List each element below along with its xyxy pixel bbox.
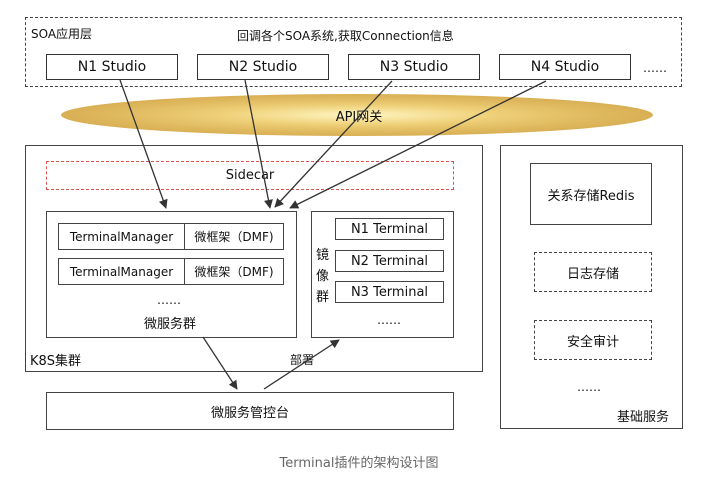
redis-storage: 关系存储Redis	[530, 163, 652, 225]
microservice-console: 微服务管控台	[46, 392, 454, 430]
base-services-title: 基础服务	[617, 410, 670, 425]
terminal-manager-1: TerminalManager	[58, 223, 185, 250]
log-storage: 日志存储	[534, 252, 652, 292]
base-services-container	[500, 145, 683, 429]
api-gateway-label: API网关	[335, 109, 383, 125]
k8s-cluster-title: K8S集群	[30, 354, 82, 369]
terminal-n3: N3 Terminal	[335, 281, 444, 303]
terminal-n2: N2 Terminal	[335, 250, 444, 272]
terminal-ellipsis: ……	[377, 313, 401, 327]
deploy-label: 部署	[290, 353, 315, 367]
dmf-framework-1: 微框架（DMF)	[184, 223, 284, 250]
studio-n1: N1 Studio	[46, 54, 178, 80]
studio-n2: N2 Studio	[197, 54, 329, 80]
mirror-label-char-2: 像	[316, 269, 330, 284]
microservice-ellipsis: ……	[157, 293, 181, 307]
base-services-ellipsis: ……	[577, 380, 601, 394]
security-audit: 安全审计	[534, 320, 652, 360]
studio-n4: N4 Studio	[499, 54, 631, 80]
soa-callback-note: 回调各个SOA系统,获取Connection信息	[237, 29, 454, 43]
microservice-group-title: 微服务群	[144, 317, 197, 332]
studio-ellipsis: ……	[643, 61, 667, 75]
diagram-caption: Terminal插件的架构设计图	[279, 455, 439, 471]
mirror-label-char-1: 镜	[316, 248, 330, 263]
soa-layer-title: SOA应用层	[31, 27, 93, 41]
sidecar-box: Sidecar	[46, 161, 454, 190]
studio-n3: N3 Studio	[348, 54, 480, 80]
terminal-n1: N1 Terminal	[335, 218, 444, 240]
sidecar-label: Sidecar	[225, 168, 275, 183]
mirror-label-char-3: 群	[316, 290, 330, 305]
dmf-framework-2: 微框架（DMF)	[184, 258, 284, 285]
terminal-manager-2: TerminalManager	[58, 258, 185, 285]
